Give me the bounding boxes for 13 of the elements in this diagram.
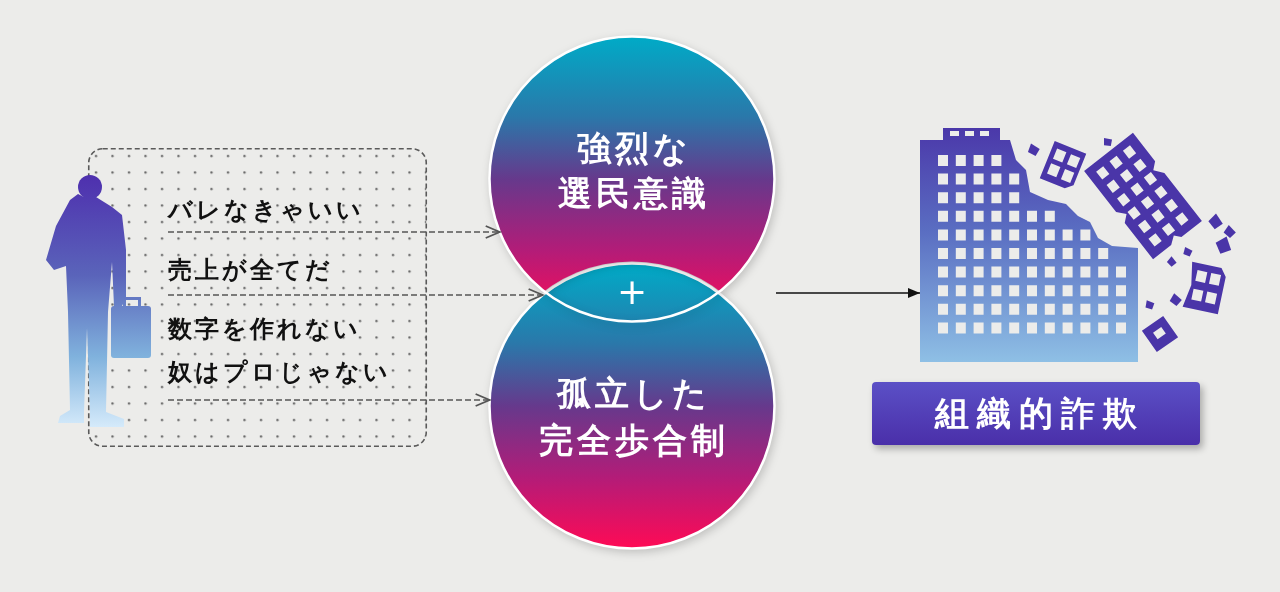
result-label: 組織的詐欺: [872, 382, 1200, 445]
plus-sign: +: [616, 274, 648, 310]
circle-text: 強烈な選民意識: [557, 127, 711, 215]
circle-text: 孤立した完全歩合制: [538, 372, 730, 462]
venn-circle: [488, 35, 776, 323]
speech-text: 数字を作れない奴はプロじゃない: [168, 308, 418, 400]
dashed-arrow: [167, 225, 501, 239]
speech-text: 売上が全てだ: [168, 255, 418, 295]
speech-box: [88, 148, 427, 447]
speech-text: バレなきゃいい: [168, 195, 418, 232]
arrow: [775, 288, 921, 298]
dashed-arrow: [167, 288, 544, 302]
dashed-arrow: [167, 393, 491, 407]
